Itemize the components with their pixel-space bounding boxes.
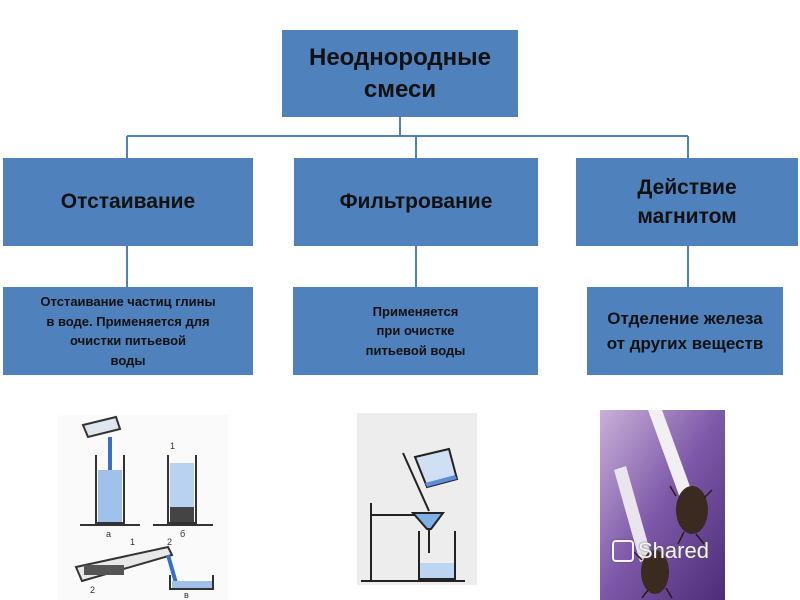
magnet-node: Действие магнитом (576, 158, 798, 246)
label-1-bottom: 1 (130, 537, 135, 547)
settling-desc-line4: воды (110, 352, 146, 368)
filtration-node: Фильтрование (294, 158, 538, 246)
filtration-desc-line2: при очистке (376, 323, 455, 339)
label-2-bottom: 2 (90, 585, 95, 595)
label-2-top: 2 (167, 537, 172, 547)
settling-desc-line3: очистки питьевой (69, 333, 187, 348)
label-a: а (106, 529, 111, 539)
presentation-icon (612, 540, 634, 562)
filtration-description: Применяется при очистке питьевой воды (293, 287, 538, 375)
root-title-line2: смеси (363, 75, 437, 103)
magnet-description: Отделение железа от других веществ (587, 287, 783, 375)
root-node: Неоднородные смеси (282, 30, 518, 117)
filtration-desc-line1: Применяется (372, 303, 459, 319)
watermark-text: Shared (638, 538, 709, 563)
settling-description: Отстаивание частиц глины в воде. Применя… (3, 287, 253, 375)
label-b: б (180, 529, 185, 539)
root-title-line1: Неоднородные (309, 44, 491, 72)
settling-desc-line2: в воде. Применяется для (46, 313, 210, 329)
magnet-desc-line2: от других веществ (606, 334, 764, 353)
settling-illustration: 1 а б 2 1 2 в (58, 415, 228, 600)
settling-node: Отстаивание (3, 158, 253, 246)
magnet-title-line2: магнитом (637, 205, 737, 228)
filtration-title: Фильтрование (339, 190, 493, 214)
filtration-desc-line3: питьевой воды (365, 342, 466, 358)
magnet-illustration (600, 410, 725, 600)
settling-title: Отстаивание (60, 190, 196, 214)
label-v: в (184, 590, 189, 600)
magnet-desc-line1: Отделение железа (607, 308, 763, 328)
settling-desc-line1: Отстаивание частиц глины (40, 294, 216, 309)
label-1-top: 1 (170, 441, 175, 451)
watermark: Shared (612, 538, 709, 564)
magnet-title-line1: Действие (637, 175, 737, 199)
filtration-illustration (357, 413, 477, 585)
